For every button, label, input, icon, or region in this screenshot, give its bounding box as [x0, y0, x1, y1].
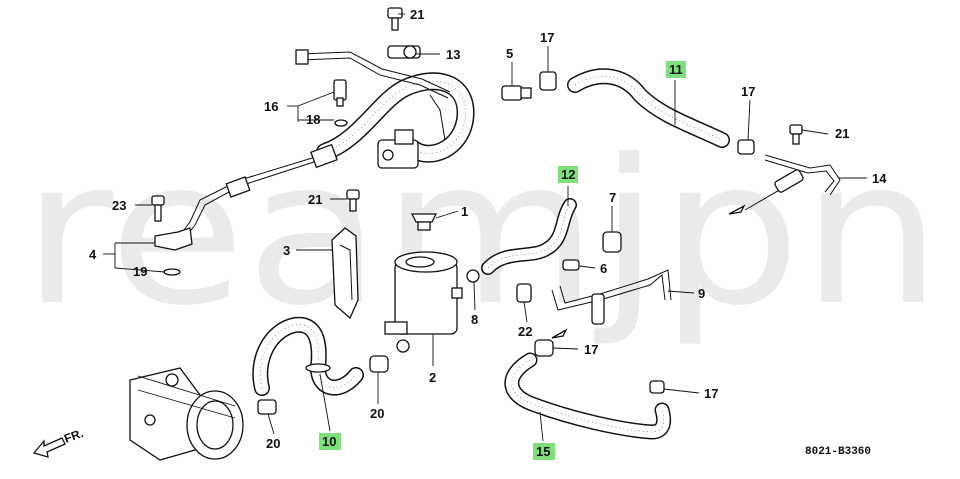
svg-text:6: 6: [600, 261, 607, 276]
svg-text:21: 21: [835, 126, 849, 141]
svg-text:7: 7: [609, 190, 616, 205]
svg-text:4: 4: [89, 247, 97, 262]
svg-text:17: 17: [741, 84, 755, 99]
callout-17-top[interactable]: 17: [540, 30, 554, 45]
svg-text:12: 12: [561, 167, 575, 182]
callout-14[interactable]: 14: [872, 171, 887, 186]
svg-text:8: 8: [471, 312, 478, 327]
svg-text:11: 11: [669, 62, 683, 77]
svg-text:22: 22: [518, 324, 532, 339]
fitting-5: [501, 85, 532, 101]
callout-8[interactable]: 8: [471, 312, 478, 327]
callout-10[interactable]: 10: [319, 433, 341, 450]
clamp-20-center: [369, 355, 389, 373]
callout-11[interactable]: 11: [666, 61, 686, 78]
flow-arrow: [551, 204, 746, 339]
clamp-13: [387, 45, 421, 59]
pipe-14: [744, 154, 841, 211]
callout-22[interactable]: 22: [518, 324, 532, 339]
bolt-21-top: [387, 7, 403, 31]
callout-21-right[interactable]: 21: [835, 126, 849, 141]
bolt-21-right: [789, 124, 803, 145]
valve-fitting: [377, 129, 419, 169]
callout-18[interactable]: 18: [306, 112, 320, 127]
callout-16[interactable]: 16: [264, 99, 278, 114]
callout-17-mid[interactable]: 17: [584, 342, 598, 357]
leader-lines: [103, 13, 867, 442]
svg-text:16: 16: [264, 99, 278, 114]
fitting-22: [516, 283, 532, 303]
hose-10: [252, 316, 364, 396]
svg-text:18: 18: [306, 112, 320, 127]
callout-20-left[interactable]: 20: [266, 436, 280, 451]
clamp-6: [562, 259, 580, 271]
svg-text:17: 17: [704, 386, 718, 401]
callout-4[interactable]: 4: [89, 247, 97, 262]
hose-12: [481, 198, 577, 275]
clamp-20-left: [257, 399, 277, 415]
callout-7[interactable]: 7: [609, 190, 616, 205]
svg-text:13: 13: [446, 47, 460, 62]
svg-text:19: 19: [133, 264, 147, 279]
svg-text:20: 20: [370, 406, 384, 421]
callout-23[interactable]: 23: [112, 198, 126, 213]
clip-17-right: [737, 139, 755, 155]
watermark-text: reamjpn: [22, 117, 942, 350]
callout-6[interactable]: 6: [600, 261, 607, 276]
svg-text:14: 14: [872, 171, 887, 186]
svg-text:17: 17: [584, 342, 598, 357]
diagram-code: 8021-B3360: [805, 446, 871, 458]
callout-17-bottom[interactable]: 17: [704, 386, 718, 401]
svg-text:20: 20: [266, 436, 280, 451]
reservoir-2: [384, 251, 463, 353]
pressure-switch-16: [333, 79, 348, 127]
bolt-23: [151, 195, 165, 222]
svg-text:21: 21: [308, 192, 322, 207]
callouts: 21 13 5 17 11 17 21 14 16 18 23 4 19 3 2…: [89, 7, 887, 460]
clamp-7: [602, 231, 622, 253]
clip-17-bottom: [649, 380, 665, 394]
svg-text:FR.: FR.: [62, 426, 85, 446]
callout-3[interactable]: 3: [283, 243, 290, 258]
clip-17-mid: [534, 339, 554, 357]
callout-13[interactable]: 13: [446, 47, 460, 62]
callout-19[interactable]: 19: [133, 264, 147, 279]
svg-text:3: 3: [283, 243, 290, 258]
callout-21-top[interactable]: 21: [410, 7, 424, 22]
high-pressure-hose: [179, 49, 475, 239]
front-direction-indicator: FR.: [32, 426, 85, 458]
callout-12[interactable]: 12: [558, 166, 578, 183]
bolt-21-center: [346, 189, 360, 212]
power-steering-pump: [129, 367, 244, 461]
svg-text:17: 17: [540, 30, 554, 45]
clamp-8: [466, 269, 480, 283]
svg-text:5: 5: [506, 46, 513, 61]
cap-1: [410, 213, 438, 231]
hose-11: [567, 68, 730, 148]
callout-20-center[interactable]: 20: [370, 406, 384, 421]
clip-17-top: [539, 71, 557, 91]
callout-5[interactable]: 5: [506, 46, 513, 61]
hose-15: [504, 352, 672, 440]
svg-text:10: 10: [322, 434, 336, 449]
svg-text:1: 1: [461, 204, 468, 219]
callout-2[interactable]: 2: [429, 370, 436, 385]
svg-text:23: 23: [112, 198, 126, 213]
callout-9[interactable]: 9: [698, 286, 705, 301]
callout-17-right[interactable]: 17: [741, 84, 755, 99]
callout-1[interactable]: 1: [461, 204, 468, 219]
callout-21-center[interactable]: 21: [308, 192, 322, 207]
bracket-4: [154, 227, 193, 276]
bracket-3: [331, 227, 359, 320]
svg-text:21: 21: [410, 7, 424, 22]
callout-15[interactable]: 15: [533, 443, 555, 460]
svg-text:9: 9: [698, 286, 705, 301]
svg-text:15: 15: [536, 444, 550, 459]
pipe-9: [551, 269, 672, 325]
svg-text:2: 2: [429, 370, 436, 385]
